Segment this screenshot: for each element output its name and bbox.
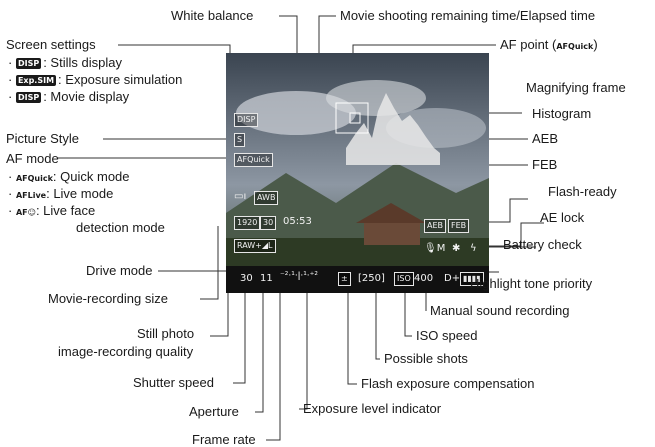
screen-shutter: 30 <box>240 273 253 284</box>
af-live-icon: AFLive <box>15 191 47 200</box>
af-option-quick: · AFQuick: Quick mode <box>8 169 130 184</box>
label-flash-ready: Flash-ready <box>548 184 617 199</box>
feb-leader <box>486 198 528 223</box>
flash-comp-leader <box>347 287 357 385</box>
screen-highlight: D+ <box>444 273 461 284</box>
exposure-level-leader <box>299 287 308 410</box>
shutter-leader <box>233 287 246 384</box>
label-exposure-level: Exposure level indicator <box>303 401 442 416</box>
label-picture-style: Picture Style <box>6 131 79 146</box>
drive-mode-leader <box>158 197 235 272</box>
label-manual-sound: Manual sound recording <box>430 303 570 318</box>
possible-shots-leader <box>375 287 380 360</box>
movie-size-leader <box>200 226 219 300</box>
screen-option-expsim: · Exp.SIM: Exposure simulation <box>8 72 183 87</box>
label-frame-rate: Frame rate <box>192 432 256 447</box>
screen-frame-rate: 30 <box>260 216 277 230</box>
histogram-graph <box>346 93 440 165</box>
scene-photo <box>226 53 489 293</box>
screen-ae-lock: ✱ <box>452 243 461 254</box>
screen-shots: [250] <box>358 273 385 284</box>
label-battery-check: Battery check <box>503 237 582 252</box>
flash-ready-leader <box>470 222 544 247</box>
screen-time: 05:53 <box>283 216 312 227</box>
screen-settings-leader <box>118 44 231 172</box>
screen-feb: FEB <box>448 219 470 233</box>
label-screen-settings: Screen settings <box>6 37 96 52</box>
screen-picture-style: S <box>234 133 246 147</box>
screen-awb: AWB <box>254 191 279 205</box>
screen-iso-icon: ISO <box>394 272 414 286</box>
label-still-quality-2: image-recording quality <box>58 344 194 359</box>
label-af-mode: AF mode <box>6 151 59 166</box>
af-option-live: · AFLive: Live mode <box>8 186 114 201</box>
label-white-balance: White balance <box>171 8 254 23</box>
label-shutter-speed: Shutter speed <box>133 375 214 390</box>
screen-exposure-scale: ⁻²·¹·ǀ·¹·⁺² <box>280 271 319 281</box>
frame-rate-leader <box>266 268 281 441</box>
screen-drive-mode: ▭ı <box>234 191 247 202</box>
screen-battery: ▮▮▮▮ <box>460 272 484 286</box>
iso-leader <box>404 287 412 337</box>
label-drive-mode: Drive mode <box>86 263 153 278</box>
camera-lcd-screen: DISP S AFQuick ▭ı AWB 1920 30 05:53 RAW+… <box>226 53 489 293</box>
label-possible-shots: Possible shots <box>384 351 468 366</box>
screen-option-stills: · DISP: Stills display <box>8 55 122 70</box>
label-flash-exp-comp: Flash exposure compensation <box>361 376 535 391</box>
af-face-icon: AF☺ <box>15 208 36 217</box>
disp-icon: DISP <box>15 58 42 69</box>
screen-option-movie: · DISP: Movie display <box>8 89 130 104</box>
screen-quality: RAW+◢L <box>234 239 276 253</box>
label-still-quality-1: Still photo <box>137 326 195 341</box>
movie-disp-icon: DISP <box>15 92 42 103</box>
screen-iso-value: 400 <box>414 273 434 284</box>
label-histogram: Histogram <box>532 106 592 121</box>
af-option-face-cont: detection mode <box>76 220 165 235</box>
screen-mic: 🎙M <box>424 243 446 254</box>
label-aperture: Aperture <box>189 404 239 419</box>
screen-flash-ready: ϟ <box>470 243 477 254</box>
label-movie-size: Movie-recording size <box>48 291 168 306</box>
label-aeb: AEB <box>532 131 559 146</box>
screen-af-mode: AFQuick <box>234 153 273 167</box>
af-point-box <box>349 112 361 124</box>
aperture-leader <box>255 287 264 413</box>
af-option-face: · AF☺: Live face <box>8 203 96 218</box>
magnifying-frame <box>335 102 369 134</box>
af-quick-icon: AFQuick <box>15 174 53 183</box>
label-highlight-tone: Highlight tone priority <box>470 276 593 291</box>
exp-sim-icon: Exp.SIM <box>15 75 57 86</box>
screen-flash-comp: ± <box>338 272 351 286</box>
screen-aperture: 11 <box>260 273 273 284</box>
label-magnifying-frame: Magnifying frame <box>526 80 626 95</box>
label-iso-speed: ISO speed <box>416 328 478 343</box>
label-movie-time: Movie shooting remaining time/Elapsed ti… <box>340 8 596 23</box>
screen-disp-indicator: DISP <box>234 113 259 127</box>
label-feb: FEB <box>532 157 558 172</box>
af-quick-icon: AFQuick <box>556 42 594 51</box>
screen-aeb: AEB <box>424 219 447 233</box>
label-af-point: AF point (AFQuick) <box>500 37 598 52</box>
screen-movie-size: 1920 <box>234 216 261 230</box>
label-ae-lock: AE lock <box>540 210 585 225</box>
